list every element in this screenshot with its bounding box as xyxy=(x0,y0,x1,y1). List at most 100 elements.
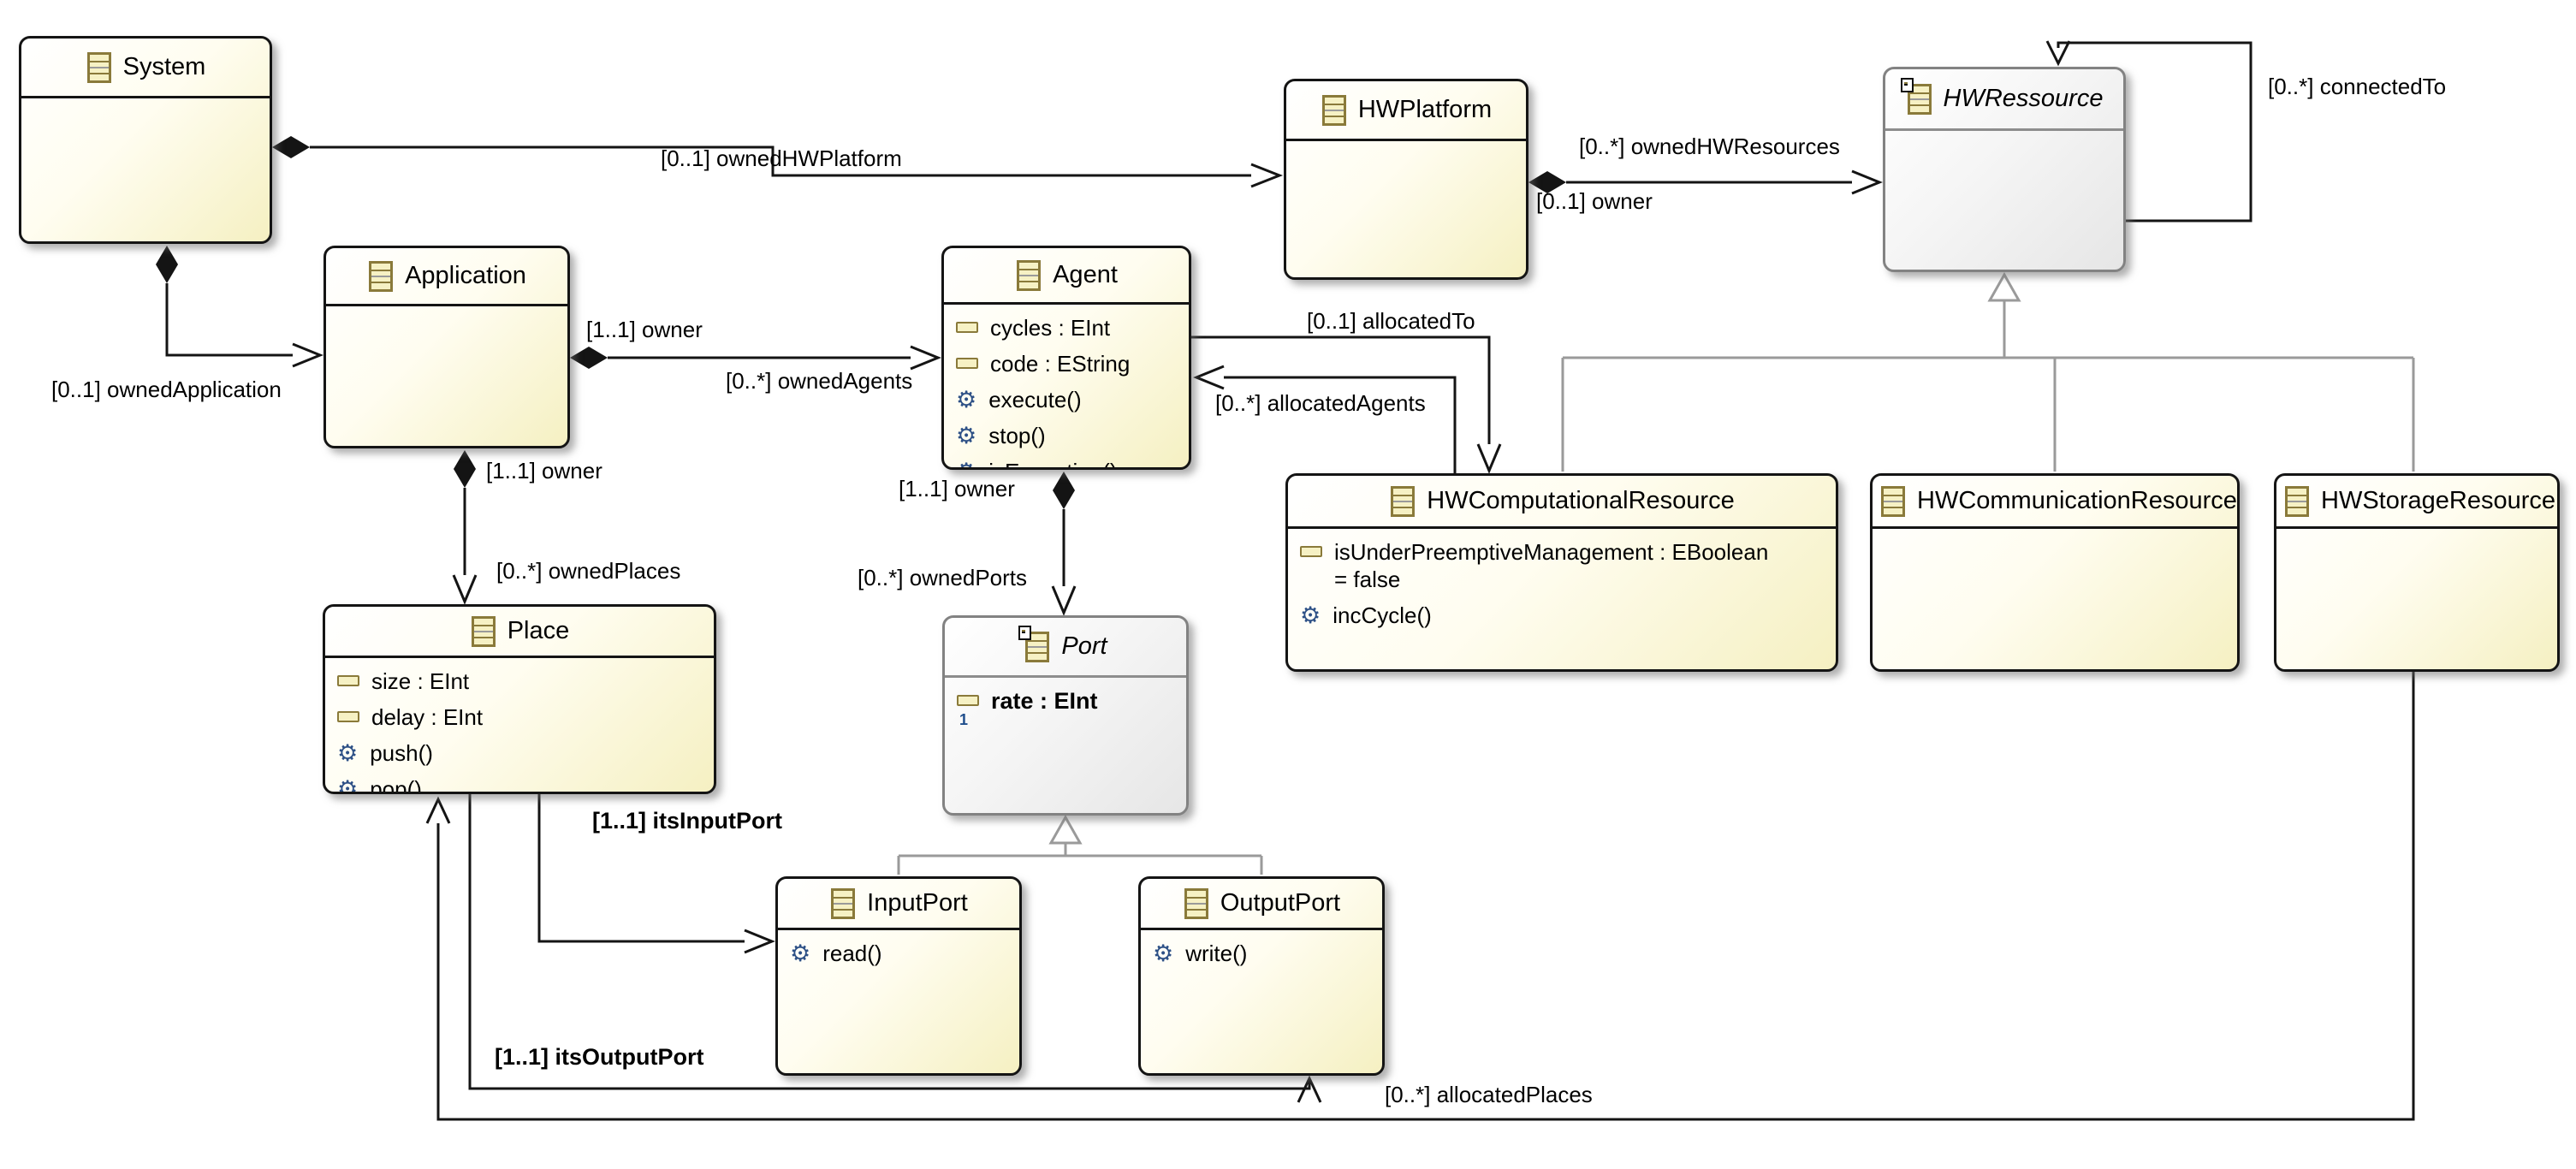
attribute-row[interactable]: code : EString xyxy=(944,346,1189,382)
operation-icon: ⚙ xyxy=(956,423,977,448)
class-icon xyxy=(471,615,496,647)
operation-label: incCycle() xyxy=(1333,602,1432,628)
class-members xyxy=(1885,131,2123,136)
class-name: HWRessource xyxy=(1943,85,2104,112)
class-hwplatform[interactable]: HWPlatform xyxy=(1284,79,1528,280)
open-arrowhead xyxy=(1051,585,1077,616)
class-system[interactable]: System xyxy=(19,36,272,244)
class-header: HWPlatform xyxy=(1286,81,1526,141)
class-outputport[interactable]: OutputPort ⚙write() xyxy=(1138,876,1385,1076)
edge-label-allocated-to[interactable]: [0..1] allocatedTo xyxy=(1307,308,1475,334)
class-name: HWPlatform xyxy=(1357,96,1493,123)
composition-diamond xyxy=(1053,472,1075,509)
operation-row[interactable]: ⚙pop() xyxy=(325,771,714,794)
edge-owned-hwresources[interactable] xyxy=(1528,169,1883,195)
edge-label-allocated-agents[interactable]: [0..*] allocatedAgents xyxy=(1215,390,1426,416)
composition-diamond xyxy=(1528,171,1566,193)
edge-label-its-output-port[interactable]: [1..1] itsOutputPort xyxy=(495,1044,704,1070)
edge-allocated-to[interactable] xyxy=(1191,335,1502,474)
attribute-icon xyxy=(337,675,359,686)
edge-label-allocated-places[interactable]: [0..*] allocatedPlaces xyxy=(1385,1082,1593,1107)
class-name: InputPort xyxy=(867,889,968,917)
edge-label-connected-to[interactable]: [0..*] connectedTo xyxy=(2268,74,2447,99)
edge-label-owned-ports[interactable]: [0..*] ownedPorts xyxy=(858,565,1027,590)
operation-row[interactable]: ⚙ incCycle() xyxy=(1288,597,1836,633)
class-inputport[interactable]: InputPort ⚙read() xyxy=(775,876,1022,1076)
operation-row[interactable]: ⚙execute() xyxy=(944,382,1189,418)
operation-row[interactable]: ⚙stop() xyxy=(944,418,1189,454)
id-attribute-icon: 1 xyxy=(957,695,979,728)
open-arrowhead xyxy=(452,574,478,605)
class-members: size : EInt delay : EInt ⚙push()⚙pop() xyxy=(325,658,714,794)
class-header: System xyxy=(21,39,270,98)
edge-inheritance-hwressource[interactable] xyxy=(1561,271,2415,472)
edge-connected-to[interactable] xyxy=(2045,40,2253,223)
edge-label-place-owner[interactable]: [1..1] owner xyxy=(486,458,602,484)
operation-row[interactable]: ⚙push() xyxy=(325,735,714,771)
class-members xyxy=(21,98,270,104)
operation-row[interactable]: ⚙write() xyxy=(1141,935,1382,971)
class-name: Agent xyxy=(1053,261,1118,288)
class-hwstorage[interactable]: HWStorageResource xyxy=(2274,473,2560,672)
inheritance-triangle xyxy=(1987,271,2021,302)
class-header: InputPort xyxy=(778,879,1019,930)
class-header: HWRessource xyxy=(1885,69,2123,131)
operation-label: push() xyxy=(370,740,433,766)
edge-its-input-port[interactable] xyxy=(537,794,775,954)
operation-label: write() xyxy=(1185,941,1248,966)
operation-label: pop() xyxy=(370,776,422,794)
edge-label-its-input-port[interactable]: [1..1] itsInputPort xyxy=(592,808,782,834)
edge-owned-agents[interactable] xyxy=(570,345,941,371)
operation-icon: ⚙ xyxy=(1300,602,1321,628)
edge-allocated-places[interactable] xyxy=(425,672,2415,1121)
edge-label-port-owner[interactable]: [1..1] owner xyxy=(899,476,1015,501)
edge-label-owned-hwplatform[interactable]: [0..1] ownedHWPlatform xyxy=(661,145,902,171)
class-icon xyxy=(1881,485,1905,517)
class-header: Agent xyxy=(944,248,1189,305)
id-badge: 1 xyxy=(959,711,969,728)
edge-owned-hwplatform[interactable] xyxy=(272,136,1284,188)
edge-owned-places[interactable] xyxy=(452,450,478,605)
edge-owned-application[interactable] xyxy=(156,246,323,368)
attribute-label: isUnderPreemptiveManagement : EBoolean =… xyxy=(1334,539,1769,592)
operation-row[interactable]: ⚙isExecuting() xyxy=(944,454,1189,467)
operation-icon: ⚙ xyxy=(790,941,811,966)
operation-row[interactable]: ⚙read() xyxy=(778,935,1019,971)
class-application[interactable]: Application xyxy=(323,246,570,448)
class-hwcommunication[interactable]: HWCommunicationResource xyxy=(1870,473,2240,672)
edge-label-owned-hwresources[interactable]: [0..*] ownedHWResources xyxy=(1579,134,1840,159)
attribute-row[interactable]: size : EInt xyxy=(325,663,714,699)
edge-label-owned-application[interactable]: [0..1] ownedApplication xyxy=(51,377,282,402)
open-arrowhead xyxy=(1476,443,1502,474)
class-name: OutputPort xyxy=(1220,889,1341,917)
edge-label-hwplatform-owner[interactable]: [0..1] owner xyxy=(1536,188,1653,214)
class-header: HWStorageResource xyxy=(2276,476,2557,529)
attribute-row[interactable]: delay : EInt xyxy=(325,699,714,735)
edge-label-agent-owner[interactable]: [1..1] owner xyxy=(586,317,703,342)
class-members xyxy=(1873,529,2237,534)
class-members xyxy=(2276,529,2557,534)
class-members: isUnderPreemptiveManagement : EBoolean =… xyxy=(1288,529,1836,633)
open-arrowhead xyxy=(425,796,451,824)
edge-label-owned-places[interactable]: [0..*] ownedPlaces xyxy=(496,558,681,584)
attribute-row[interactable]: isUnderPreemptiveManagement : EBoolean =… xyxy=(1288,534,1836,597)
edge-label-owned-agents[interactable]: [0..*] ownedAgents xyxy=(726,368,913,394)
composition-diamond xyxy=(272,136,310,158)
edge-owned-ports[interactable] xyxy=(1051,472,1077,616)
edge-allocated-agents[interactable] xyxy=(1193,365,1457,473)
attribute-label: delay : EInt xyxy=(371,704,484,730)
edge-its-output-port[interactable] xyxy=(468,794,1322,1103)
class-icon xyxy=(1321,94,1346,126)
edge-inheritance-port[interactable] xyxy=(897,814,1263,875)
class-hwressource[interactable]: HWRessource xyxy=(1883,67,2126,272)
open-arrowhead xyxy=(910,345,941,371)
attribute-row[interactable]: cycles : EInt xyxy=(944,310,1189,346)
